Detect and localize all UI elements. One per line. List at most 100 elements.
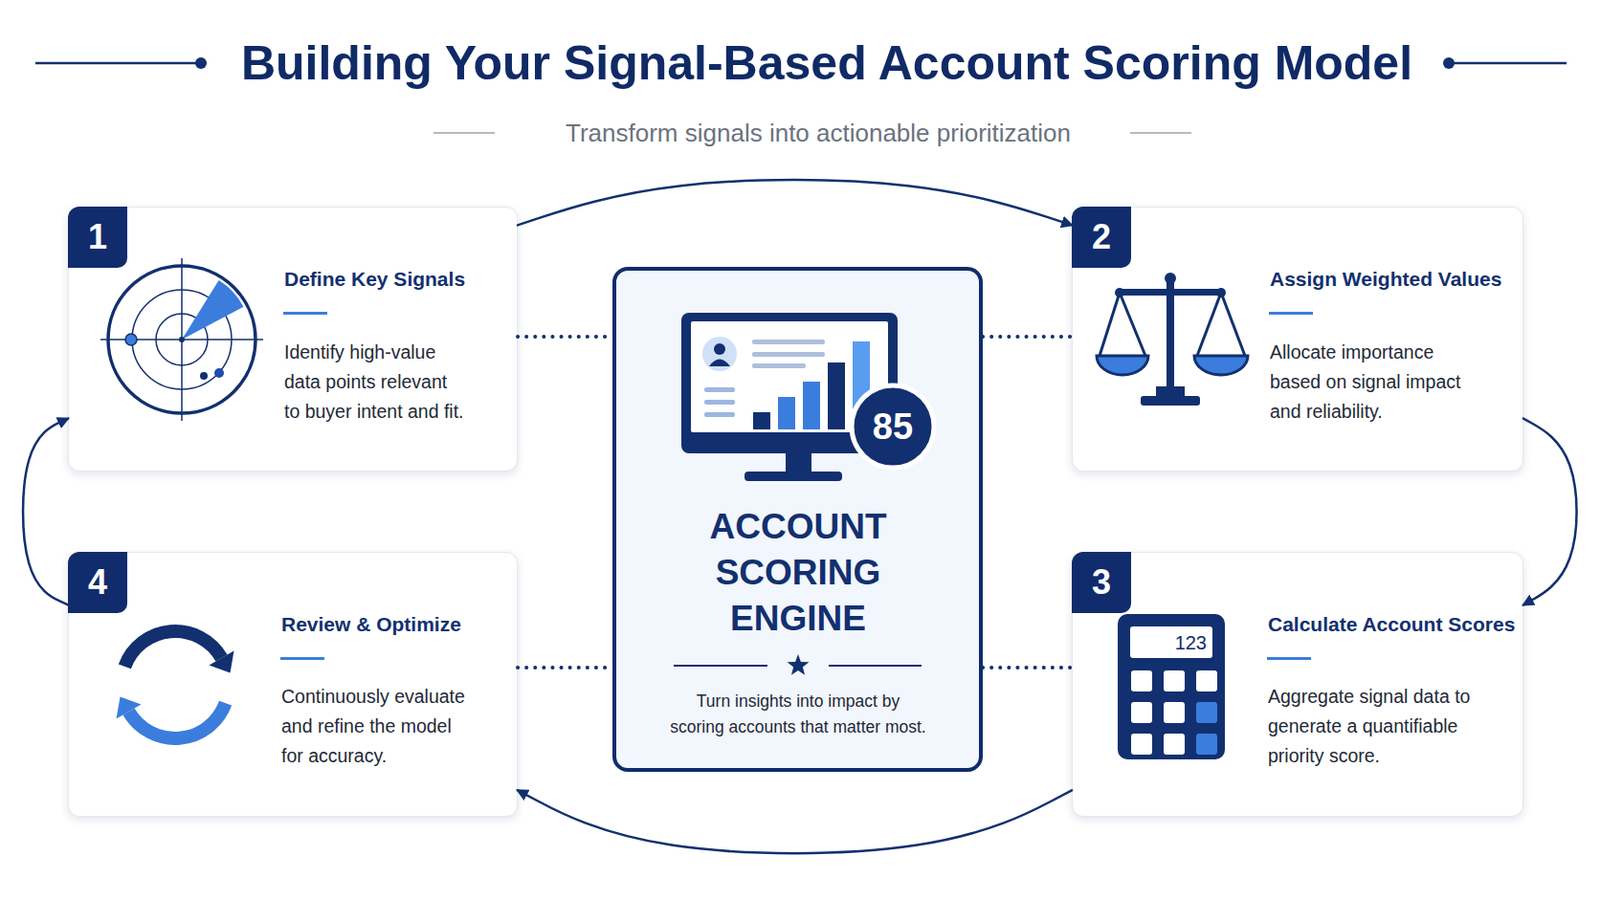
chart-bar (802, 381, 821, 430)
radar-axis (100, 338, 264, 341)
heading-underline (1268, 311, 1313, 315)
refresh-arc (124, 631, 222, 667)
screen-line (752, 339, 825, 345)
heading-underline (283, 311, 328, 315)
calculator-key (1196, 670, 1218, 692)
step-badge: 1 (67, 206, 128, 268)
engine-box: ACCOUNT SCORING ENGINETurn insights into… (612, 266, 983, 773)
cycle-arrow (1523, 419, 1578, 606)
calculator-key (1163, 670, 1185, 692)
screen-line (704, 400, 735, 405)
refresh-arc (129, 703, 226, 739)
dotted-connector (982, 666, 1072, 670)
step-heading: Define Key Signals (284, 266, 543, 293)
subtitle-rule (433, 132, 495, 134)
dotted-connector (517, 334, 613, 339)
step-number: 4 (67, 552, 128, 614)
scale-string (1119, 292, 1146, 356)
monitor-foot (744, 471, 843, 482)
calculator-body (1117, 614, 1225, 760)
scale-stand (1155, 386, 1185, 397)
cycle-arrow (22, 419, 68, 606)
calculator-key (1196, 733, 1218, 756)
dotted-connector (982, 334, 1072, 339)
radar-ring (132, 289, 232, 390)
step-card: Assign Weighted ValuesAllocate importanc… (1071, 206, 1524, 472)
heading-underline (1266, 657, 1312, 661)
subtitle: Transform signals into actionable priori… (483, 117, 1154, 149)
connector-group (22, 179, 1578, 854)
scale-string (1221, 292, 1245, 356)
step-description: Allocate importance based on signal impa… (1269, 337, 1467, 427)
step-number: 3 (1071, 552, 1132, 614)
chart-bar (852, 341, 870, 430)
scale-knob (1216, 288, 1226, 298)
radar-blip (125, 333, 137, 346)
step-heading: Review & Optimize (281, 611, 512, 639)
radar-axis (180, 258, 183, 422)
radar-blip (214, 368, 224, 378)
screen-line (752, 352, 825, 357)
title-dot (195, 57, 207, 69)
subtitle-rule (1130, 132, 1192, 134)
step-description: Continuously evaluate and refine the mod… (281, 682, 473, 772)
step-card: Review & OptimizeContinuously evaluate a… (67, 552, 518, 818)
refresh-arrowhead (116, 696, 142, 719)
title-dot (1443, 57, 1455, 69)
avatar-body (709, 359, 731, 368)
monitor-screen (690, 321, 889, 433)
divider-rule (828, 665, 922, 667)
radar-sweep (181, 280, 245, 340)
scale-beam (1115, 288, 1225, 296)
chart-bar (753, 412, 771, 430)
engine-title: ACCOUNT SCORING ENGINE (692, 504, 904, 643)
screen-line (752, 363, 806, 369)
step-number: 1 (67, 206, 128, 268)
calculator-key (1163, 733, 1185, 756)
scale-string (1099, 292, 1120, 356)
radar-center (178, 336, 185, 343)
avatar-head (713, 343, 726, 356)
dotted-connector (517, 666, 613, 670)
step-description: Aggregate signal data to generate a quan… (1267, 682, 1479, 772)
radar-ring (108, 266, 256, 414)
calculator-key (1163, 702, 1185, 724)
step-badge: 3 (1071, 552, 1132, 614)
calculator-key (1131, 733, 1153, 756)
cycle-arrow (517, 179, 1072, 225)
scale-pan (1194, 355, 1248, 376)
cycle-arrow (517, 790, 1072, 854)
title-rule (1453, 62, 1567, 66)
step-heading: Assign Weighted Values (1269, 266, 1521, 293)
calculator-key (1196, 702, 1218, 724)
title-rule (35, 62, 197, 66)
step-card: Calculate Account ScoresAggregate signal… (1071, 552, 1524, 818)
radar-blip (200, 372, 208, 380)
chart-bar (777, 397, 796, 430)
step-badge: 2 (1071, 206, 1132, 268)
step-description: Identify high-value data points relevant… (284, 337, 467, 427)
step-number: 2 (1071, 206, 1132, 268)
heading-underline (280, 657, 325, 661)
chart-bar (827, 362, 845, 430)
refresh-arrowhead (209, 651, 235, 674)
scale-pan (1096, 355, 1149, 376)
scale-base (1140, 396, 1200, 406)
score-badge (851, 385, 934, 468)
step-card: Define Key SignalsIdentify high-value da… (67, 206, 518, 472)
calculator-key (1131, 670, 1153, 692)
monitor-neck (785, 453, 812, 472)
divider-star (787, 654, 810, 676)
scale-knob (1164, 272, 1177, 285)
screen-line (704, 412, 735, 418)
calculator-key (1131, 702, 1153, 724)
step-badge: 4 (67, 552, 128, 614)
radar-ring (155, 313, 208, 366)
avatar-circle (702, 336, 737, 372)
scale-pole (1166, 278, 1175, 392)
scale-string (1197, 292, 1222, 356)
calculator-screen (1130, 626, 1213, 659)
screen-line (704, 387, 735, 393)
